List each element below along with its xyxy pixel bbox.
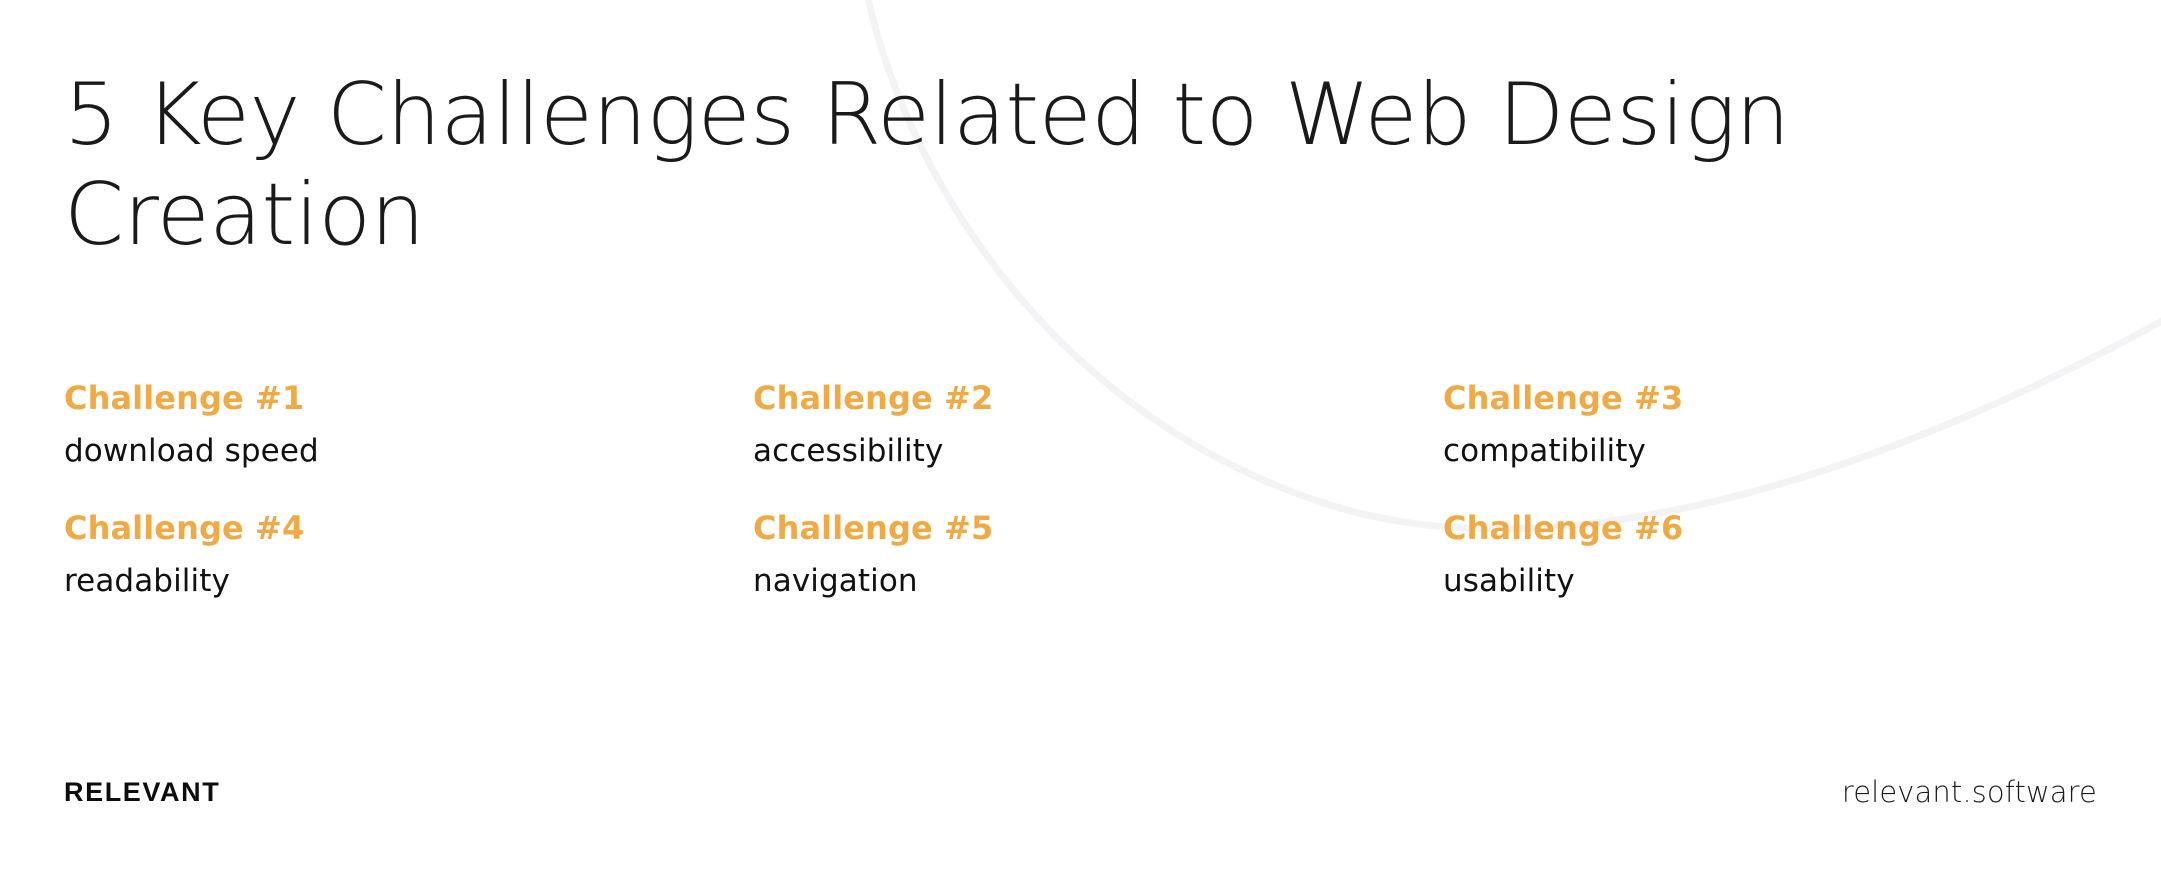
challenge-item-4: Challenge #4 readability	[64, 512, 753, 642]
challenge-value: navigation	[753, 563, 918, 599]
challenge-value: compatibility	[1443, 433, 1646, 469]
challenge-label: Challenge #5	[753, 509, 994, 547]
challenge-value: accessibility	[753, 433, 944, 469]
brand-logo: RELEVANT	[64, 776, 221, 807]
challenge-value: usability	[1443, 563, 1575, 599]
challenge-label: Challenge #6	[1443, 509, 1684, 547]
challenge-value: readability	[64, 563, 230, 599]
challenge-item-6: Challenge #6 usability	[1443, 512, 2103, 642]
slide-footer: RELEVANT relevant.software	[64, 772, 2097, 812]
challenge-label: Challenge #4	[64, 509, 305, 547]
challenge-item-2: Challenge #2 accessibility	[753, 382, 1443, 512]
challenge-label: Challenge #2	[753, 379, 994, 417]
brand-url: relevant.software	[1841, 774, 2097, 809]
challenge-item-1: Challenge #1 download speed	[64, 382, 753, 512]
challenge-item-3: Challenge #3 compatibility	[1443, 382, 2103, 512]
challenge-grid: Challenge #1 download speed Challenge #2…	[64, 382, 2104, 642]
challenge-label: Challenge #3	[1443, 379, 1684, 417]
challenge-item-5: Challenge #5 navigation	[753, 512, 1443, 642]
challenge-label: Challenge #1	[64, 379, 305, 417]
challenge-value: download speed	[64, 433, 319, 469]
page-title: 5 Key Challenges Related to Web Design C…	[64, 65, 1790, 265]
